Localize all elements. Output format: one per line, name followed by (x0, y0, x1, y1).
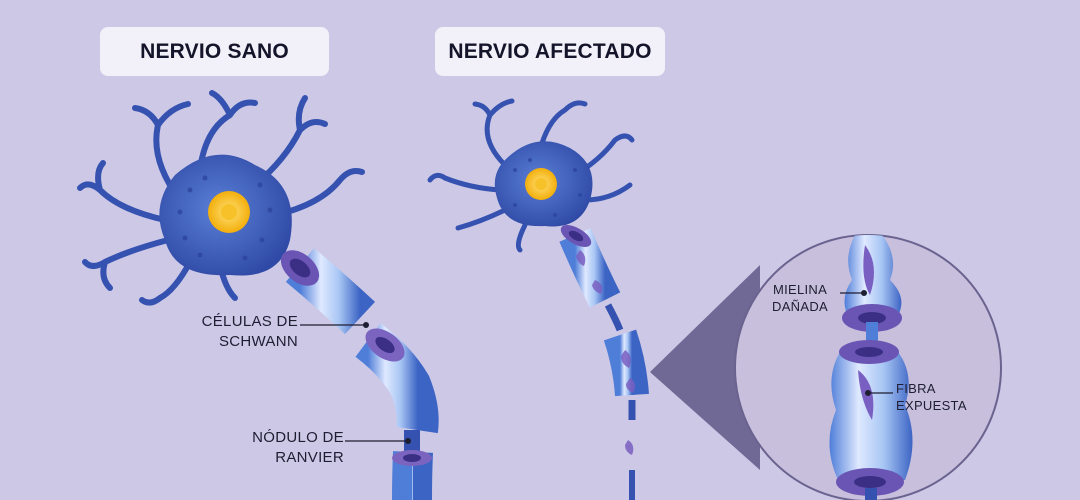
schwann-label-line1: CÉLULAS DE (201, 313, 298, 330)
ranvier-node-label: NÓDULO DE RANVIER (200, 428, 344, 468)
affected-nerve-title: NERVIO AFECTADO (435, 27, 665, 76)
mielina-label-line2: DAÑADA (772, 299, 828, 314)
ranvier-label-line1: NÓDULO DE (252, 429, 344, 446)
healthy-dendrites (77, 90, 365, 306)
zoom-cone (650, 265, 760, 470)
schwann-cells-label: CÉLULAS DE SCHWANN (150, 312, 298, 352)
fibra-label-line1: FIBRA (896, 381, 936, 396)
affected-axon (559, 225, 649, 500)
affected-dendrites (427, 98, 635, 253)
healthy-neuron (77, 90, 439, 500)
affected-neuron (427, 98, 1002, 500)
zoom-circle (734, 234, 1002, 500)
schwann-label-line2: SCHWANN (218, 333, 298, 350)
exposed-fiber-label: FIBRA EXPUESTA (896, 380, 986, 414)
damaged-myelin-label: MIELINA DAÑADA (760, 281, 840, 315)
mielina-label-line1: MIELINA (772, 282, 828, 297)
healthy-axon (280, 248, 439, 500)
fibra-label-line2: EXPUESTA (896, 398, 967, 413)
healthy-nerve-title: NERVIO SANO (100, 27, 329, 76)
ranvier-label-line2: RANVIER (275, 449, 344, 466)
